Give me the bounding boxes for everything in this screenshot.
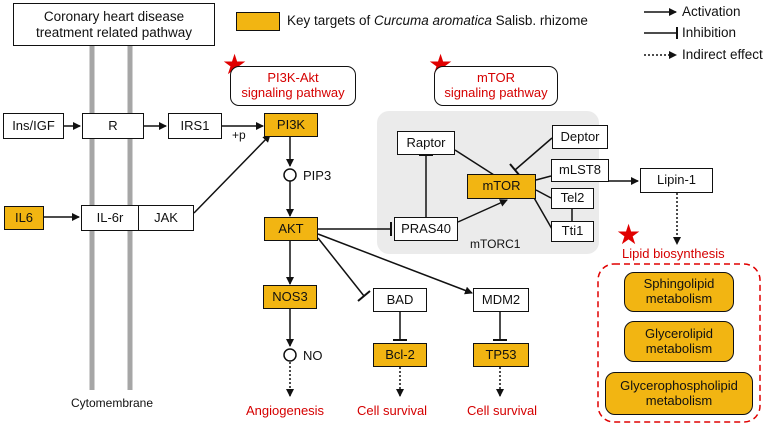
metabolism-glycerophospholipid: Glycerophospholipid metabolism [605,372,753,415]
metabolism-glycerophospholipid-line-2: metabolism [645,392,713,408]
node-il6: IL6 [4,206,44,230]
legend-key-prefix: Key targets of [287,13,375,28]
metabolism-glycerolipid: Glycerolipid metabolism [624,321,734,362]
metabolism-glycerolipid-line-2: metabolism [645,340,713,356]
pathway-pi3k-akt-line-2: signaling pathway [241,85,345,100]
outcome-cell-survival-2: Cell survival [467,403,538,418]
node-jak: JAK [138,205,194,231]
node-mlst8: mLST8 [551,159,609,182]
edge-deptor-mtor [514,137,553,171]
edge-jak-pi3k [193,134,271,214]
legend-inhibition-label: Inhibition [682,25,737,40]
cytomembrane-label: Cytomembrane [71,396,154,410]
lipid-region [597,263,761,423]
node-bad: BAD [373,288,427,312]
outcome-cell-survival-1: Cell survival [357,403,428,418]
metabolism-sphingolipid-line-1: Sphingolipid [643,276,715,292]
node-bcl2: Bcl-2 [373,343,427,367]
no-node [283,348,297,362]
node-mdm2: MDM2 [473,288,529,312]
node-no-label: NO [303,348,323,363]
outcome-lipid-biosynthesis: Lipid biosynthesis [622,246,725,261]
metabolism-glycerophospholipid-line-1: Glycerophospholipid [620,377,738,393]
node-pras40: PRAS40 [394,217,458,241]
node-ins-igf: Ins/IGF [3,113,64,139]
pathway-pi3k-akt-line-1: PI3K-Akt [267,70,319,86]
star-icon-lipid: ★ [616,219,642,250]
metabolism-sphingolipid: Sphingolipid metabolism [624,272,734,312]
pathway-mtor-line-2: signaling pathway [444,85,548,100]
edge-mtor-tti1 [532,195,553,230]
node-raptor: Raptor [397,131,455,155]
outcome-angiogenesis: Angiogenesis [246,403,325,418]
node-r: R [82,113,144,139]
node-lipin1: Lipin-1 [640,168,713,193]
node-tp53: TP53 [473,343,529,367]
legend-pathway-line-2: treatment related pathway [35,24,193,40]
node-plus-p: +p [232,128,246,142]
legend-pathway-box: Coronary heart disease treatment related… [13,3,215,46]
legend-indirect-label: Indirect effect [682,47,763,62]
node-il6r: IL-6r [81,205,139,231]
node-nos3: NOS3 [263,285,317,309]
node-akt: AKT [264,217,318,241]
pathway-pi3k-akt: PI3K-Akt signaling pathway [230,66,356,106]
pip3-node [283,168,297,182]
legend-key-suffix: Salisb. rhizome [491,13,588,28]
edge-raptor-mtor [454,149,495,176]
legend-activation-label: Activation [682,4,741,19]
node-pi3k: PI3K [264,113,318,137]
legend-pathway-line-1: Coronary heart disease [43,8,185,24]
edge-mtor-mlst8 [535,175,552,181]
node-deptor: Deptor [552,125,608,149]
legend-key-swatch [236,12,280,31]
edge-pras40-mtor [457,199,508,223]
node-tel2: Tel2 [551,188,594,209]
metabolism-sphingolipid-line-2: metabolism [645,291,713,306]
metabolism-glycerolipid-line-1: Glycerolipid [645,325,713,341]
legend-key-species: Curcuma aromatica [374,13,492,28]
node-mtor: mTOR [467,174,536,199]
node-tti1: Tti1 [551,221,594,242]
edge-akt-bad-bar [357,290,371,302]
legend-key-targets: Key targets of Curcuma aromatica Salisb.… [287,13,588,28]
node-mtorc1-label: mTORC1 [470,237,521,251]
edge-mtor-tel2 [535,189,552,199]
pathway-mtor-line-1: mTOR [476,70,516,86]
pathway-mtor: mTOR signaling pathway [434,66,558,106]
edge-akt-mdm2 [317,233,473,295]
node-irs1: IRS1 [168,113,222,139]
edge-akt-bad [317,237,365,297]
node-pip3-label: PIP3 [303,168,332,183]
